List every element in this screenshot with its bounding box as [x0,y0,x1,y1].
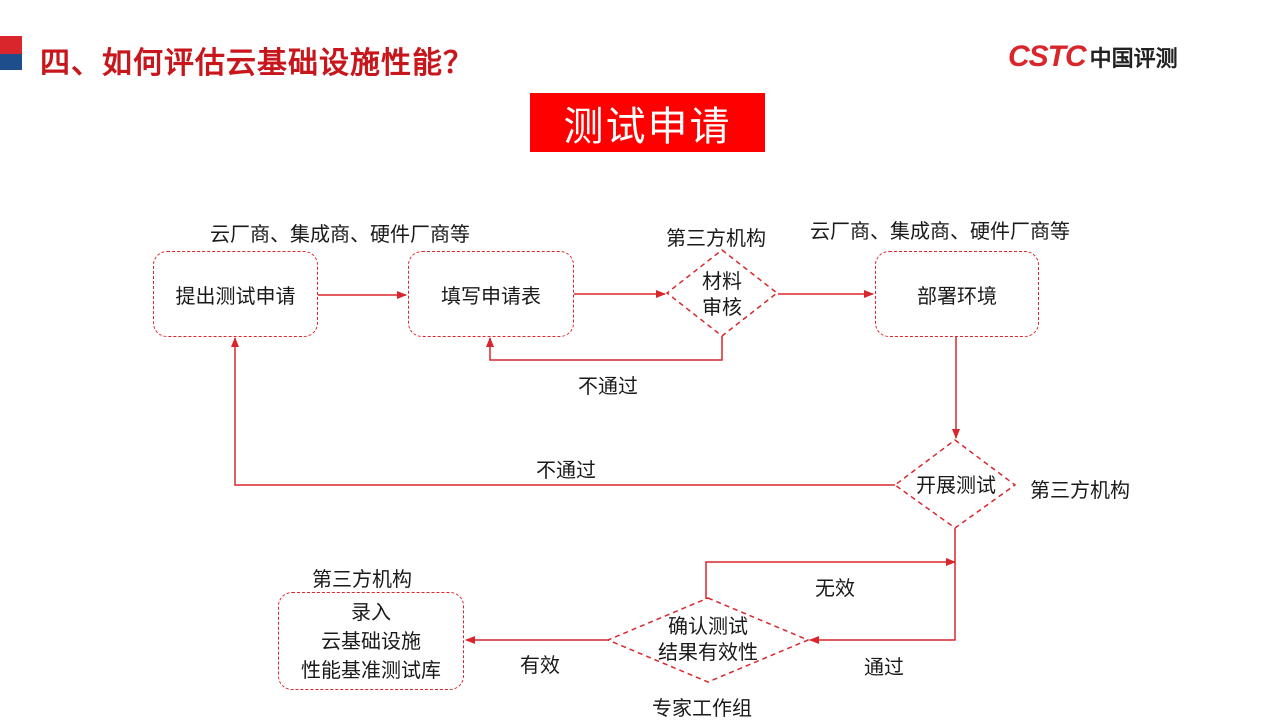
label-vendors-right: 云厂商、集成商、硬件厂商等 [810,219,1070,243]
label-valid: 有效 [520,653,560,677]
logo-text: 中国评测 [1089,47,1178,72]
testing-diamond-label: 开展测试 [905,472,1007,498]
review-line2: 审核 [702,295,742,319]
node-deploy: 部署环境 [875,251,1039,337]
section-banner: 测试申请 [530,93,765,152]
header-accent-red [0,36,22,54]
node-deploy-label: 部署环境 [917,283,997,308]
node-entry-line1: 录入 [351,599,391,624]
node-fill-form: 填写申请表 [408,251,574,337]
review-diamond-label: 材料 审核 [682,268,762,320]
label-vendors-left: 云厂商、集成商、硬件厂商等 [210,222,470,246]
logo-mark: CSTC [1008,40,1087,73]
confirm-diamond [606,597,810,683]
node-fill-form-label: 填写申请表 [441,283,541,308]
arrow-confirm-invalid [705,558,956,599]
arrow-testing-fail [231,337,895,486]
label-fail-testing: 不通过 [536,458,596,482]
label-expert-group: 专家工作组 [652,696,752,720]
label-third-party-review: 第三方机构 [666,226,766,250]
label-pass: 通过 [864,655,904,679]
confirm-line2: 结果有效性 [658,640,758,664]
arrow-review-fail [486,336,723,361]
label-third-party-entry: 第三方机构 [312,567,412,591]
label-third-party-testing: 第三方机构 [1030,478,1130,502]
label-invalid: 无效 [815,576,855,600]
node-submit-label: 提出测试申请 [175,283,296,308]
node-submit-request: 提出测试申请 [153,251,318,337]
review-line1: 材料 [702,269,742,293]
page-title: 四、如何评估云基础设施性能？ [40,46,474,81]
node-entry-line2: 云基础设施 [321,628,421,653]
node-entry-line3: 性能基准测试库 [301,657,441,682]
cstc-logo: CSTC 中国评测 [1008,40,1178,74]
node-entry: 录入 云基础设施 性能基准测试库 [278,592,464,690]
header-accent-blue [0,54,22,70]
confirm-diamond-label: 确认测试 结果有效性 [638,613,778,665]
confirm-line1: 确认测试 [668,614,748,638]
testing-line1: 开展测试 [916,473,996,497]
label-fail-review: 不通过 [578,374,638,398]
